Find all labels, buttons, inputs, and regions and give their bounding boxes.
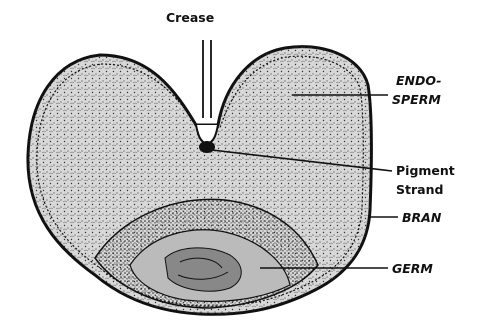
crease-groove xyxy=(196,40,218,144)
germ-label: GERM xyxy=(392,261,433,276)
crease-label: Crease xyxy=(166,10,214,25)
endosperm-label-line2: SPERM xyxy=(392,92,441,107)
bran-label: BRAN xyxy=(402,210,442,225)
pigment-label-line2: Strand xyxy=(396,182,443,197)
endosperm-label-line1: ENDO- xyxy=(396,73,441,88)
pigment-strand-mark xyxy=(199,141,215,153)
pigment-label-line1: Pigment xyxy=(396,163,455,178)
